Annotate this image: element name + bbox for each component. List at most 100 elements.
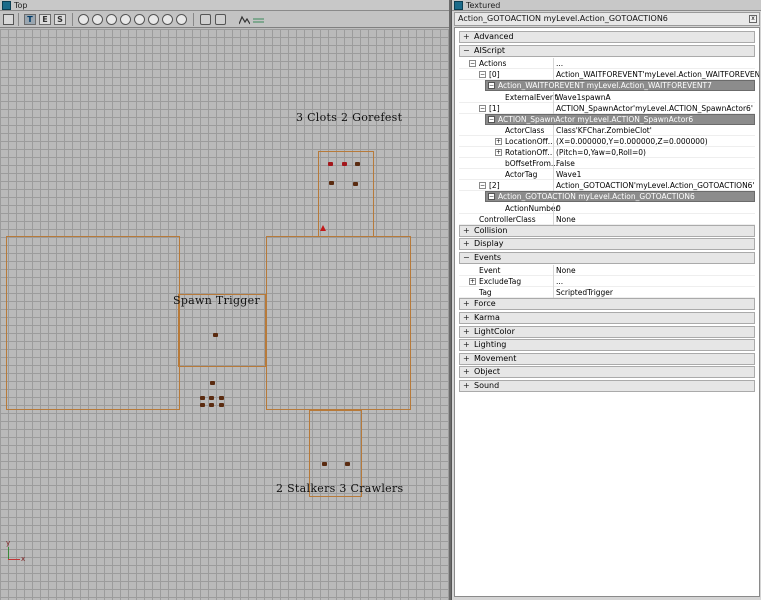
- category-lightcolor[interactable]: + LightColor: [459, 325, 755, 338]
- corridor-brush-north[interactable]: [318, 151, 374, 237]
- property-value[interactable]: Wave1: [556, 170, 582, 180]
- property-value[interactable]: None: [556, 214, 576, 224]
- viewport-title: Top: [14, 1, 28, 10]
- zombie-actor[interactable]: [353, 182, 358, 186]
- property-row-action-1[interactable]: − [1] ACTION_SpawnActor'myLevel.ACTION_S…: [459, 102, 755, 114]
- expand-icon: +: [463, 225, 470, 235]
- category-movement[interactable]: + Movement: [459, 352, 755, 365]
- property-row-externalevent[interactable]: ExternalEvent Wave1spawnA: [459, 91, 755, 103]
- pin-icon[interactable]: [215, 14, 226, 25]
- player-start-arrow-icon[interactable]: [320, 225, 326, 231]
- property-value[interactable]: ScriptedTrigger: [556, 288, 613, 298]
- zombie-actor[interactable]: [200, 403, 205, 407]
- property-value[interactable]: False: [556, 159, 575, 169]
- expand-icon[interactable]: +: [495, 149, 502, 157]
- zombie-actor[interactable]: [210, 381, 215, 385]
- room-brush-east[interactable]: [266, 236, 411, 410]
- property-value[interactable]: Action_WAITFOREVENT'myLevel.Action_WAITF…: [556, 70, 760, 80]
- property-row-actions[interactable]: − Actions ...: [459, 58, 755, 70]
- toggle-e-button[interactable]: E: [39, 14, 51, 25]
- toggle-t-button[interactable]: T: [24, 14, 36, 25]
- zombie-actor[interactable]: [342, 162, 347, 166]
- unreal-app-icon: [2, 1, 11, 10]
- zombie-actor[interactable]: [219, 396, 224, 400]
- property-value[interactable]: (Pitch=0,Yaw=0,Roll=0): [556, 148, 646, 158]
- column-separator: [553, 265, 554, 277]
- property-row-boffsetfrom[interactable]: bOffsetFrom... False: [459, 158, 755, 170]
- property-row-actionnumber[interactable]: ActionNumber 0: [459, 202, 755, 214]
- zombie-actor[interactable]: [200, 396, 205, 400]
- bsp-cuts-icon[interactable]: [120, 14, 131, 25]
- zombie-actor[interactable]: [209, 396, 214, 400]
- property-key: [2]: [489, 181, 500, 191]
- property-row-actorclass[interactable]: ActorClass Class'KFChar.ZombieClot': [459, 125, 755, 137]
- category-label: LightColor: [474, 326, 515, 336]
- spawn-trigger-label: Spawn Trigger: [173, 294, 260, 307]
- collapse-icon[interactable]: −: [479, 104, 486, 112]
- property-value[interactable]: 0: [556, 203, 561, 213]
- zombie-actor[interactable]: [345, 462, 350, 466]
- collapse-icon[interactable]: −: [479, 182, 486, 190]
- property-row-tag[interactable]: Tag ScriptedTrigger: [459, 287, 755, 299]
- expand-icon[interactable]: +: [469, 278, 476, 286]
- property-value[interactable]: ...: [556, 59, 564, 69]
- collapse-icon[interactable]: −: [479, 71, 486, 79]
- texture-usage-icon[interactable]: [106, 14, 117, 25]
- property-row-excludetag[interactable]: + ExcludeTag ...: [459, 276, 755, 288]
- toggle-s-button[interactable]: S: [54, 14, 66, 25]
- property-row-rotationoffset[interactable]: + RotationOff... (Pitch=0,Yaw=0,Roll=0): [459, 147, 755, 159]
- zone-view-icon[interactable]: [92, 14, 103, 25]
- category-sound[interactable]: + Sound: [459, 380, 755, 393]
- toolbar-separator: [193, 13, 194, 26]
- close-button[interactable]: x: [749, 15, 757, 23]
- property-row-controllerclass[interactable]: ControllerClass None: [459, 213, 755, 225]
- category-aiscript[interactable]: − AIScript: [459, 44, 755, 57]
- category-force[interactable]: + Force: [459, 298, 755, 311]
- depth-complexity-icon[interactable]: [176, 14, 187, 25]
- trigger-actor[interactable]: [213, 333, 218, 337]
- property-row-locationoffset[interactable]: + LocationOff... (X=0.000000,Y=0.000000,…: [459, 136, 755, 148]
- property-value[interactable]: None: [556, 266, 576, 276]
- property-value[interactable]: Class'KFChar.ZombieClot': [556, 126, 652, 136]
- corridor-brush-south[interactable]: [309, 410, 362, 497]
- expand-icon[interactable]: +: [495, 138, 502, 146]
- zombie-actor[interactable]: [219, 403, 224, 407]
- category-advanced[interactable]: + Advanced: [459, 31, 755, 43]
- property-value[interactable]: (X=0.000000,Y=0.000000,Z=0.000000): [556, 137, 708, 147]
- property-value[interactable]: ACTION_SpawnActor'myLevel.ACTION_SpawnAc…: [556, 103, 753, 113]
- property-row-event[interactable]: Event None: [459, 265, 755, 277]
- collapse-icon[interactable]: −: [469, 60, 476, 68]
- property-value[interactable]: ...: [556, 277, 564, 287]
- zombie-actor[interactable]: [328, 162, 333, 166]
- property-row-actortag[interactable]: ActorTag Wave1: [459, 169, 755, 181]
- property-value[interactable]: Wave1spawnA: [556, 92, 611, 102]
- category-object[interactable]: + Object: [459, 366, 755, 379]
- viewport-grid[interactable]: 3 Clots 2 Gorefest Spawn Trigger 2 Stalk…: [0, 29, 449, 600]
- zombie-actor[interactable]: [355, 162, 360, 166]
- category-collision[interactable]: + Collision: [459, 224, 755, 237]
- viewport-menu-icon[interactable]: [3, 14, 14, 25]
- zombie-actor[interactable]: [322, 462, 327, 466]
- terrain-icon[interactable]: [238, 14, 251, 25]
- category-events[interactable]: − Events: [459, 251, 755, 264]
- room-brush-west[interactable]: [6, 236, 180, 410]
- zombie-actor[interactable]: [209, 403, 214, 407]
- spawn-trigger-brush[interactable]: [178, 294, 266, 367]
- wireframe-view-icon[interactable]: [78, 14, 89, 25]
- object-header-gotoaction[interactable]: − Action_GOTOACTION myLevel.Action_GOTOA…: [485, 191, 755, 203]
- category-lighting[interactable]: + Lighting: [459, 339, 755, 352]
- object-header-waitforevent[interactable]: − Action_WAITFOREVENT myLevel.Action_WAI…: [485, 80, 755, 92]
- collapse-icon: −: [463, 45, 470, 55]
- property-value[interactable]: Action_GOTOACTION'myLevel.Action_GOTOACT…: [556, 181, 755, 191]
- textured-view-icon[interactable]: [134, 14, 145, 25]
- zombie-actor[interactable]: [329, 181, 334, 185]
- property-row-action-2[interactable]: − [2] Action_GOTOACTION'myLevel.Action_G…: [459, 180, 755, 192]
- object-header-spawnactor[interactable]: − ACTION_SpawnActor myLevel.ACTION_Spawn…: [485, 113, 755, 125]
- property-row-action-0[interactable]: − [0] Action_WAITFOREVENT'myLevel.Action…: [459, 69, 759, 81]
- eye-visibility-icon[interactable]: [200, 14, 211, 25]
- unlit-view-icon[interactable]: [162, 14, 173, 25]
- category-display[interactable]: + Display: [459, 238, 755, 251]
- category-karma[interactable]: + Karma: [459, 312, 755, 325]
- dynamic-light-icon[interactable]: [148, 14, 159, 25]
- lines-icon[interactable]: [253, 14, 264, 25]
